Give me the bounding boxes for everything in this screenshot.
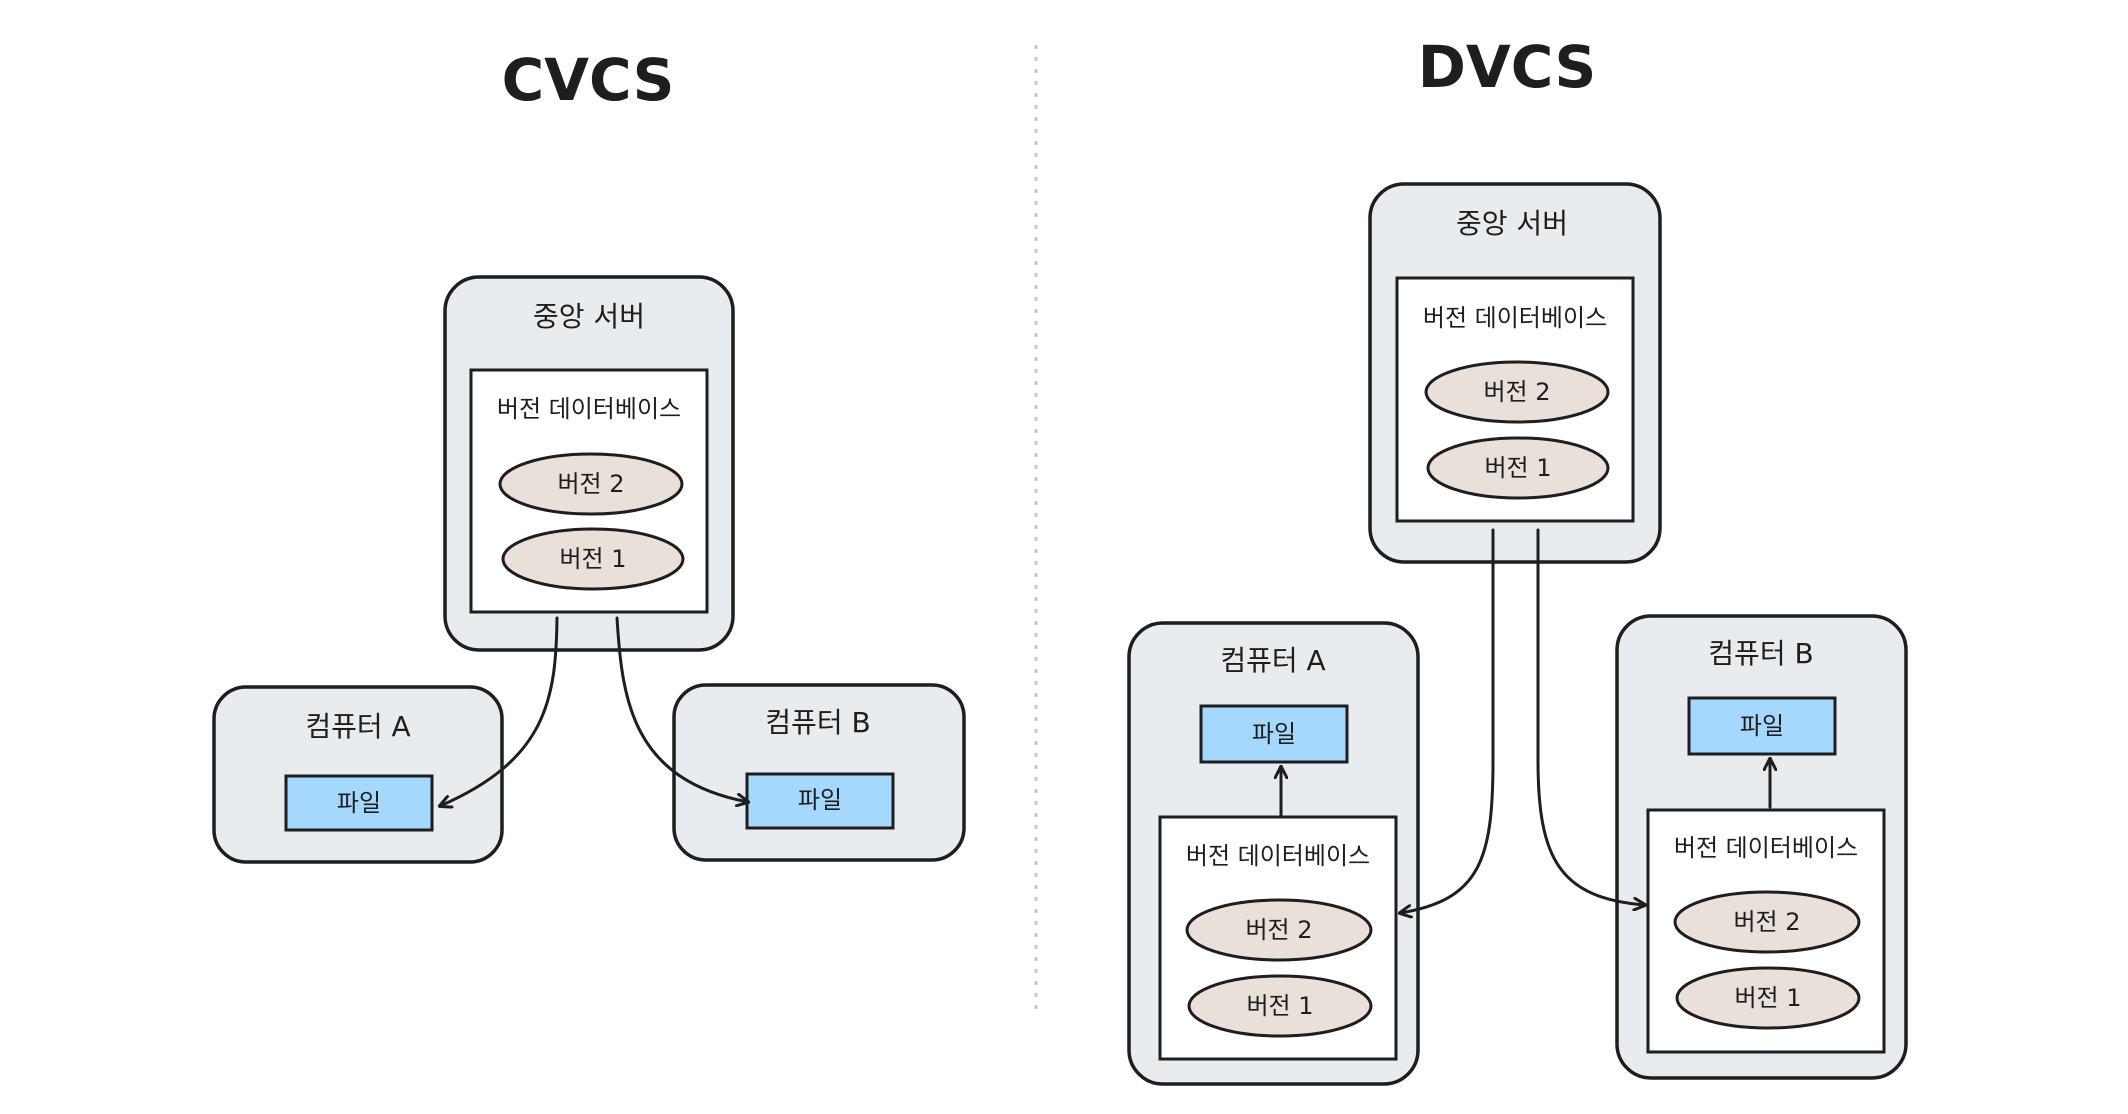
cvcs-computer-a-file-label: 파일 bbox=[337, 789, 381, 817]
cvcs-version-2-label: 버전 2 bbox=[557, 470, 624, 498]
cvcs-computer-a: 컴퓨터 A 파일 bbox=[212, 685, 504, 864]
dvcs-computer-a-version-2 bbox=[1185, 898, 1373, 962]
dvcs-central-server: 중앙 서버 버전 데이터베이스 버전 2 버전 1 bbox=[1368, 182, 1662, 564]
cvcs-computer-a-file bbox=[284, 774, 434, 832]
dvcs-computer-b-db-label: 버전 데이터베이스 bbox=[1674, 834, 1858, 862]
dvcs-computer-b-version-2-label: 버전 2 bbox=[1733, 908, 1800, 936]
dvcs-server-label: 중앙 서버 bbox=[1456, 207, 1568, 240]
dvcs-server-version-2 bbox=[1424, 360, 1610, 424]
dvcs-computer-b-version-2 bbox=[1673, 890, 1861, 954]
cvcs-arrow-to-computer-a bbox=[440, 616, 559, 806]
dvcs-computer-a-db-label: 버전 데이터베이스 bbox=[1186, 842, 1370, 870]
cvcs-title: CVCS bbox=[502, 46, 675, 114]
dvcs-computer-b-version-1-label: 버전 1 bbox=[1734, 984, 1801, 1012]
dvcs-computer-a-file bbox=[1199, 704, 1349, 764]
dvcs-computer-a-version-2-label: 버전 2 bbox=[1245, 916, 1312, 944]
cvcs-db-label: 버전 데이터베이스 bbox=[497, 395, 681, 423]
cvcs-version-1-label: 버전 1 bbox=[559, 545, 626, 573]
dvcs-computer-a-file-label: 파일 bbox=[1252, 720, 1296, 748]
dvcs-computer-a-label: 컴퓨터 A bbox=[1220, 644, 1325, 677]
dvcs-arrow-to-computer-a bbox=[1400, 528, 1495, 913]
dvcs-title: DVCS bbox=[1418, 33, 1596, 101]
cvcs-computer-b: 컴퓨터 B 파일 bbox=[672, 683, 966, 862]
cvcs-central-server: 중앙 서버 버전 데이터베이스 버전 2 버전 1 bbox=[443, 275, 735, 652]
dvcs-computer-a-version-1-label: 버전 1 bbox=[1246, 992, 1313, 1020]
dvcs-computer-b-file-label: 파일 bbox=[1740, 712, 1784, 740]
cvcs-server-label: 중앙 서버 bbox=[533, 300, 645, 333]
dvcs-arrow-to-computer-b bbox=[1536, 528, 1645, 905]
dvcs-computer-a: 컴퓨터 A 파일 버전 데이터베이스 버전 2 버전 1 bbox=[1127, 621, 1420, 1086]
cvcs-computer-a-label: 컴퓨터 A bbox=[305, 710, 410, 743]
dvcs-computer-a-version-1 bbox=[1187, 974, 1373, 1038]
dvcs-server-version-1 bbox=[1426, 436, 1610, 500]
cvcs-computer-b-file-label: 파일 bbox=[798, 786, 842, 814]
cvcs-version-1 bbox=[501, 527, 685, 591]
dvcs-server-version-1-label: 버전 1 bbox=[1484, 454, 1551, 482]
dvcs-server-version-2-label: 버전 2 bbox=[1483, 378, 1550, 406]
dvcs-computer-b-version-1 bbox=[1675, 966, 1861, 1030]
dvcs-computer-b-label: 컴퓨터 B bbox=[1708, 637, 1813, 670]
dvcs-server-db-label: 버전 데이터베이스 bbox=[1423, 304, 1607, 332]
cvcs-computer-b-file bbox=[745, 772, 895, 830]
cvcs-section: CVCS 중앙 서버 버전 데이터베이스 버전 2 버전 1 컴퓨터 A 파일 … bbox=[212, 46, 966, 864]
cvcs-computer-b-label: 컴퓨터 B bbox=[765, 706, 870, 739]
dvcs-section: DVCS 중앙 서버 버전 데이터베이스 버전 2 버전 1 컴퓨터 A 파일 … bbox=[1127, 33, 1908, 1086]
cvcs-version-2 bbox=[498, 452, 684, 516]
cvcs-arrow-to-computer-b bbox=[615, 616, 748, 802]
dvcs-computer-b: 컴퓨터 B 파일 버전 데이터베이스 버전 2 버전 1 bbox=[1615, 614, 1908, 1080]
dvcs-computer-b-file bbox=[1687, 696, 1837, 756]
